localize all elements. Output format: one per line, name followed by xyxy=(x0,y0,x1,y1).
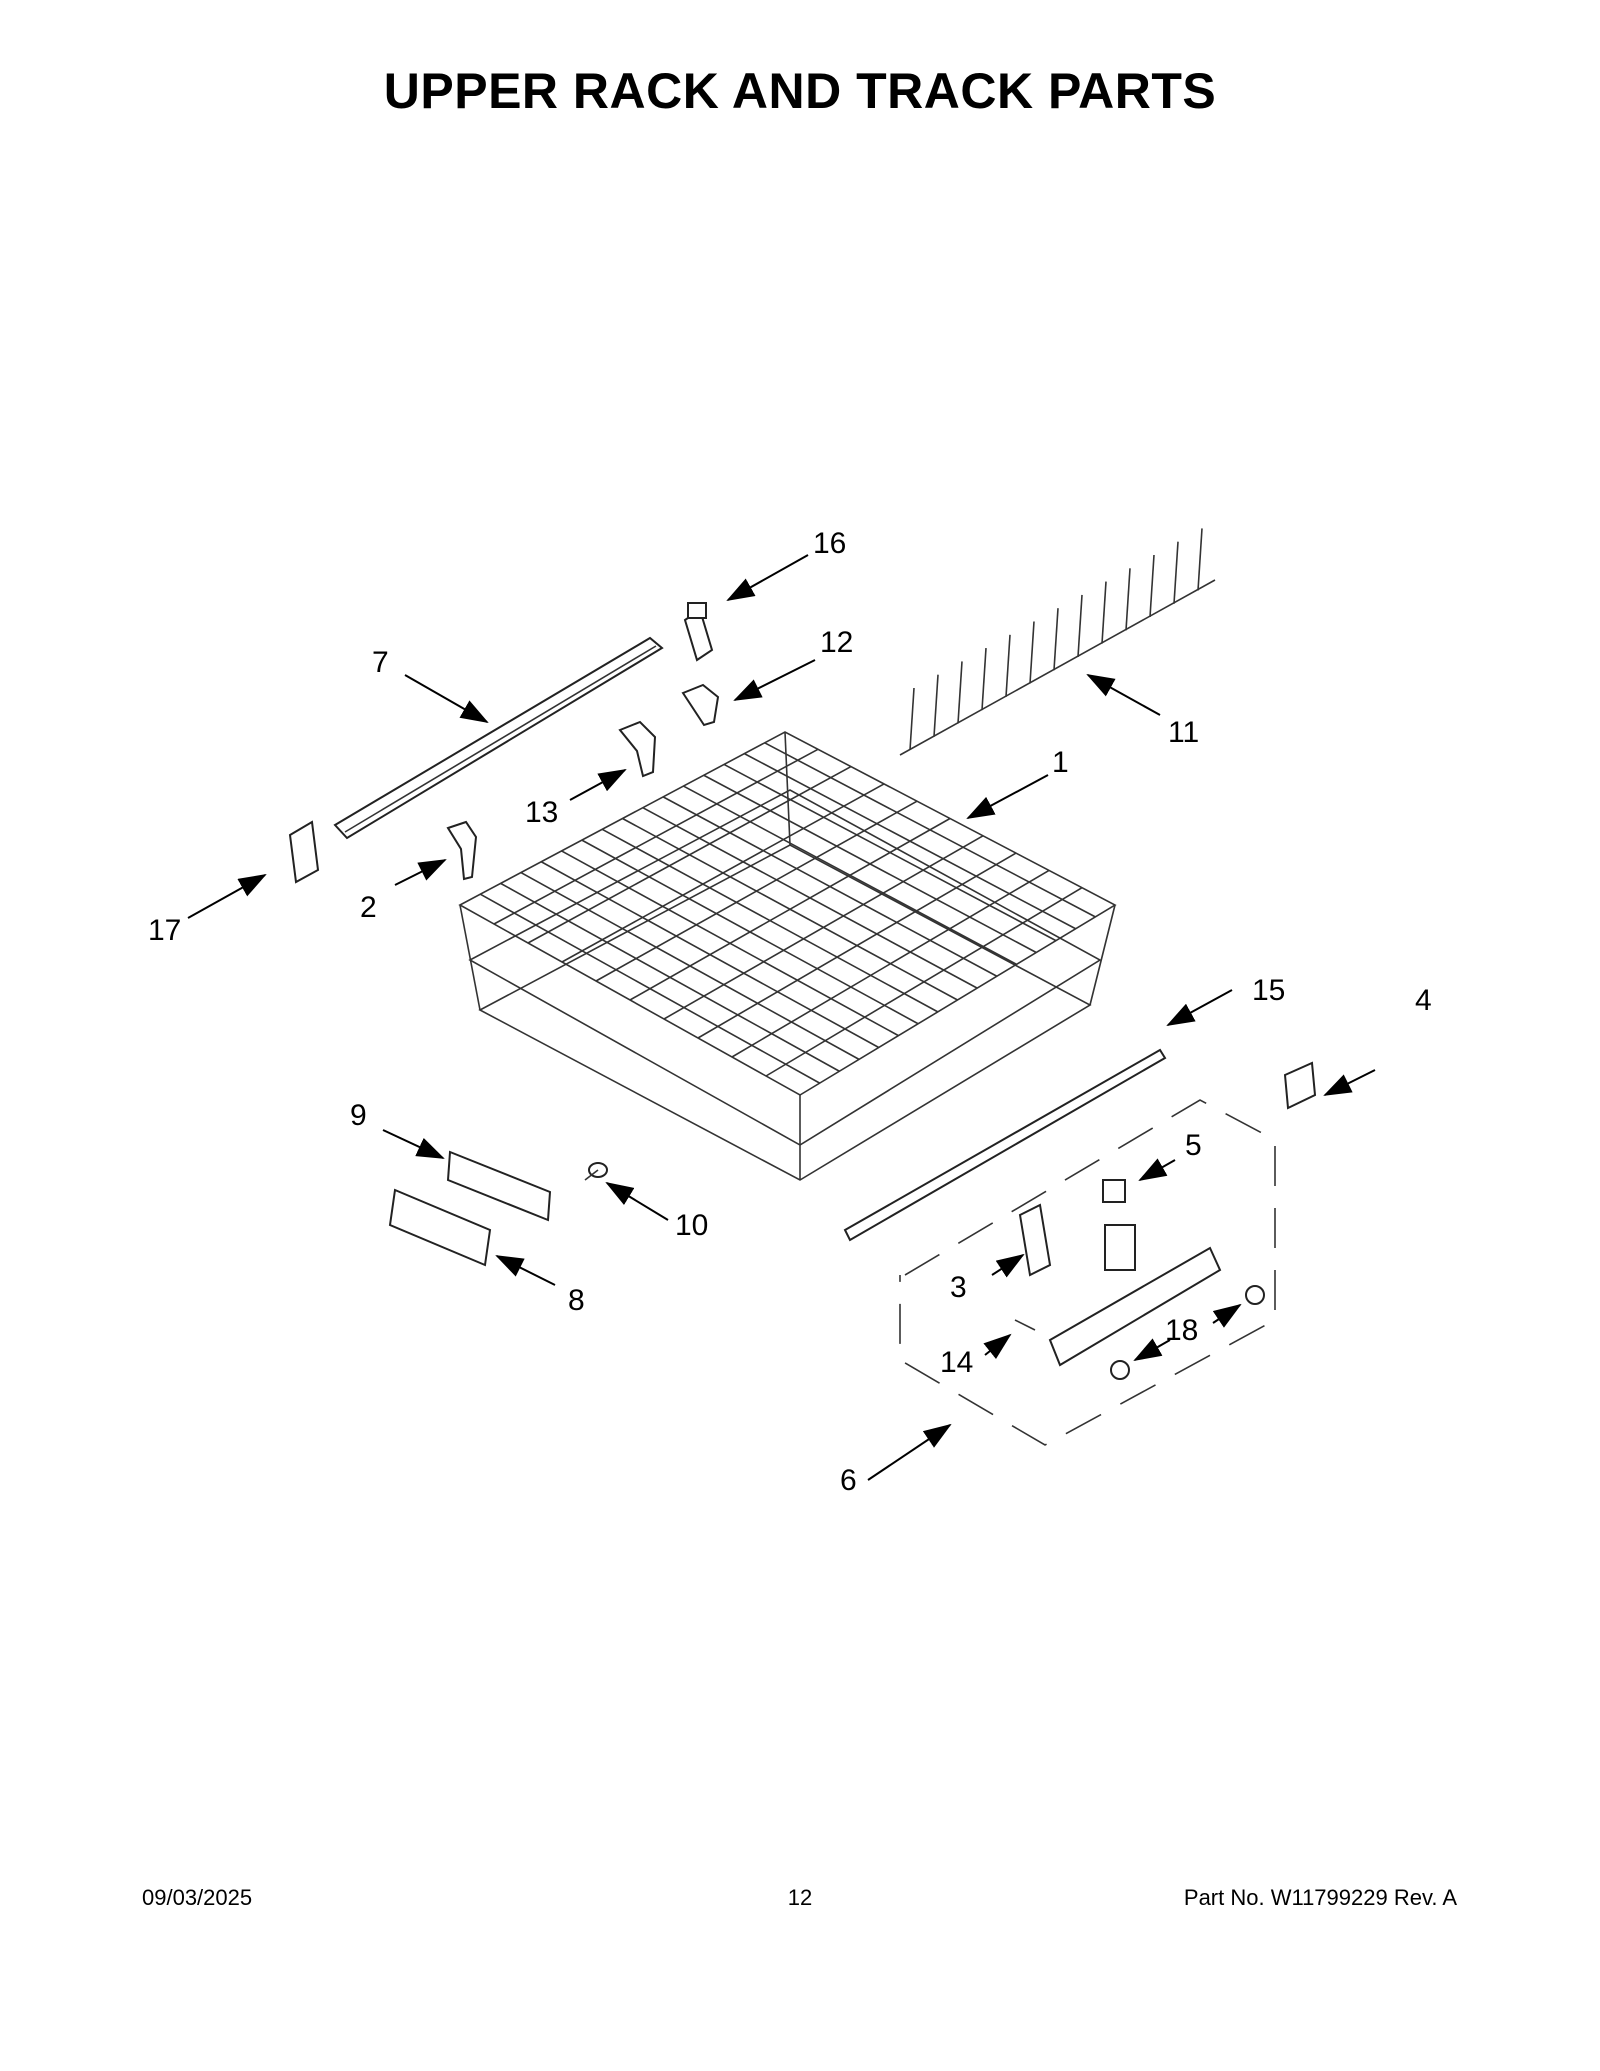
callout-6: 6 xyxy=(840,1464,857,1497)
callout-14: 14 xyxy=(940,1346,973,1379)
callout-13: 13 xyxy=(525,796,558,829)
part-16-end-cap xyxy=(683,602,714,662)
callout-10: 10 xyxy=(675,1209,708,1242)
callout-9: 9 xyxy=(350,1099,367,1132)
part-8-cover xyxy=(388,1188,492,1267)
callout-12: 12 xyxy=(820,626,853,659)
part-12-clip xyxy=(681,683,720,727)
callout-16: 16 xyxy=(813,527,846,560)
callout-2: 2 xyxy=(360,891,377,924)
footer-date: 09/03/2025 xyxy=(142,1885,253,1910)
part-7-track xyxy=(288,636,664,884)
part-1-rack-basket xyxy=(458,731,1117,1181)
callout-4: 4 xyxy=(1415,984,1432,1017)
callout-1: 1 xyxy=(1052,746,1069,779)
callout-7: 7 xyxy=(372,646,389,679)
callout-8: 8 xyxy=(568,1284,585,1317)
callout-5: 5 xyxy=(1185,1129,1202,1162)
part-15-rail-strip xyxy=(843,1048,1167,1242)
callout-labels: 1 2 3 4 5 6 7 8 9 10 11 12 13 14 15 16 1… xyxy=(148,527,1432,1497)
callout-15: 15 xyxy=(1252,974,1285,1007)
part-6-assembly-group xyxy=(899,1099,1276,1446)
callout-17: 17 xyxy=(148,914,181,947)
callout-3: 3 xyxy=(950,1271,967,1304)
callout-11: 11 xyxy=(1168,716,1199,749)
footer-part-number: Part No. W11799229 Rev. A xyxy=(1183,1885,1457,1910)
part-4-bracket xyxy=(1283,1061,1317,1110)
part-13-clip xyxy=(618,720,657,778)
callout-18: 18 xyxy=(1165,1314,1198,1347)
footer-page-number: 12 xyxy=(787,1885,813,1910)
part-9-housing xyxy=(446,1150,552,1222)
page-title: UPPER RACK AND TRACK PARTS xyxy=(383,63,1217,119)
part-2-clip xyxy=(446,820,478,881)
part-11-tine-row xyxy=(899,528,1216,756)
callout-arrows xyxy=(187,554,1376,1481)
part-10-screw xyxy=(584,1162,608,1181)
